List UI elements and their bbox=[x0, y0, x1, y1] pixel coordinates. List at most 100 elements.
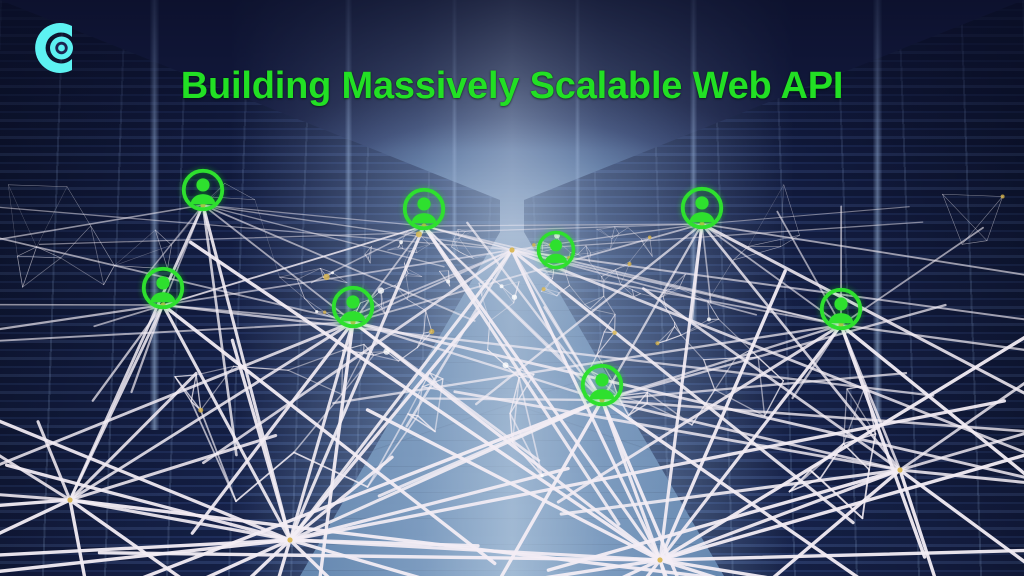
mesh-line bbox=[861, 468, 871, 520]
mesh-line bbox=[656, 326, 676, 344]
mesh-line bbox=[545, 288, 558, 297]
mesh-line bbox=[279, 276, 306, 299]
user-node-1[interactable] bbox=[181, 168, 225, 212]
mesh-line bbox=[356, 308, 359, 312]
mesh-junction-dot bbox=[315, 310, 319, 314]
mesh-line bbox=[600, 398, 859, 576]
mesh-line bbox=[614, 313, 616, 334]
user-node-8[interactable] bbox=[819, 287, 863, 331]
mesh-line bbox=[701, 223, 842, 326]
mesh-line bbox=[423, 310, 427, 334]
mesh-line bbox=[600, 398, 662, 562]
mesh-line bbox=[643, 244, 653, 257]
mesh-line bbox=[898, 381, 1024, 472]
user-node-3[interactable] bbox=[331, 285, 375, 329]
mesh-line bbox=[142, 398, 604, 576]
mesh-line bbox=[961, 240, 988, 245]
mesh-line bbox=[368, 257, 371, 264]
user-node-7[interactable] bbox=[680, 186, 724, 230]
mesh-line bbox=[703, 359, 716, 391]
mesh-line bbox=[596, 353, 614, 383]
mesh-line bbox=[589, 295, 605, 310]
mesh-line bbox=[422, 224, 662, 562]
mesh-line bbox=[898, 468, 937, 576]
mesh-line bbox=[296, 268, 321, 280]
user-node-2[interactable] bbox=[141, 266, 185, 310]
mesh-line bbox=[451, 246, 459, 252]
mesh-line bbox=[202, 204, 354, 323]
mesh-line bbox=[195, 365, 235, 376]
mesh-line bbox=[0, 493, 72, 502]
mesh-line bbox=[405, 248, 514, 428]
mesh-junction-dot bbox=[399, 240, 403, 245]
mesh-line bbox=[97, 551, 662, 562]
mesh-line bbox=[633, 293, 641, 298]
mesh-junction-dot bbox=[1000, 194, 1005, 199]
mesh-line bbox=[552, 273, 554, 279]
mesh-line bbox=[748, 184, 785, 247]
mesh-line bbox=[155, 229, 172, 246]
mesh-line bbox=[680, 318, 710, 336]
mesh-line bbox=[665, 334, 682, 342]
mesh-line bbox=[700, 222, 1024, 395]
mesh-line bbox=[22, 246, 37, 288]
mesh-line bbox=[558, 284, 570, 294]
mesh-line bbox=[543, 288, 558, 297]
mesh-line bbox=[618, 227, 629, 234]
mesh-line bbox=[780, 234, 800, 247]
mesh-line bbox=[210, 196, 256, 200]
mesh-line bbox=[451, 246, 459, 252]
mesh-line bbox=[783, 184, 800, 236]
mesh-line bbox=[501, 285, 515, 298]
mesh-line bbox=[458, 251, 465, 255]
mesh-line bbox=[545, 288, 560, 294]
mesh-line bbox=[584, 295, 605, 305]
mesh-line bbox=[224, 183, 256, 200]
mesh-line bbox=[356, 302, 361, 312]
mesh-line bbox=[656, 334, 682, 344]
mesh-line bbox=[425, 310, 433, 332]
mesh-line bbox=[783, 184, 800, 236]
top-vignette bbox=[0, 0, 1024, 150]
mesh-line bbox=[0, 237, 354, 323]
mesh-line bbox=[288, 455, 394, 542]
mesh-line bbox=[288, 538, 420, 576]
mesh-junction-dot bbox=[198, 407, 204, 413]
mesh-line bbox=[707, 300, 710, 320]
mesh-line bbox=[249, 538, 292, 576]
mesh-line bbox=[942, 193, 988, 241]
mesh-line bbox=[8, 184, 18, 257]
mesh-line bbox=[288, 398, 604, 542]
mesh-junction-dot bbox=[647, 235, 652, 240]
mesh-line bbox=[541, 241, 544, 253]
mesh-line bbox=[145, 204, 204, 277]
mesh-line bbox=[603, 313, 616, 333]
mesh-line bbox=[658, 468, 902, 562]
mesh-hub-dot bbox=[897, 467, 903, 473]
mesh-line bbox=[8, 184, 37, 248]
mesh-line bbox=[174, 376, 202, 411]
mesh-line bbox=[114, 244, 172, 266]
mesh-line bbox=[365, 408, 662, 562]
mesh-hub-dot bbox=[287, 537, 293, 543]
letter-c-ring-logo bbox=[24, 16, 86, 80]
mesh-line bbox=[351, 320, 1024, 479]
mesh-line bbox=[387, 248, 404, 251]
mesh-line bbox=[649, 237, 653, 257]
mesh-line bbox=[772, 468, 902, 576]
mesh-line bbox=[489, 302, 515, 322]
mesh-line bbox=[17, 255, 23, 288]
mesh-line bbox=[569, 284, 586, 305]
mesh-line bbox=[510, 248, 1024, 454]
mesh-line bbox=[423, 310, 427, 334]
mesh-line bbox=[90, 225, 115, 266]
mesh-line bbox=[167, 244, 172, 270]
user-node-6[interactable] bbox=[580, 363, 624, 407]
user-node-5[interactable] bbox=[536, 230, 576, 270]
mesh-line bbox=[541, 249, 552, 253]
user-node-4[interactable] bbox=[402, 187, 446, 231]
mesh-line bbox=[293, 451, 369, 488]
mesh-line bbox=[674, 326, 682, 336]
mesh-junction-dot bbox=[511, 294, 518, 300]
mesh-line bbox=[288, 320, 355, 542]
